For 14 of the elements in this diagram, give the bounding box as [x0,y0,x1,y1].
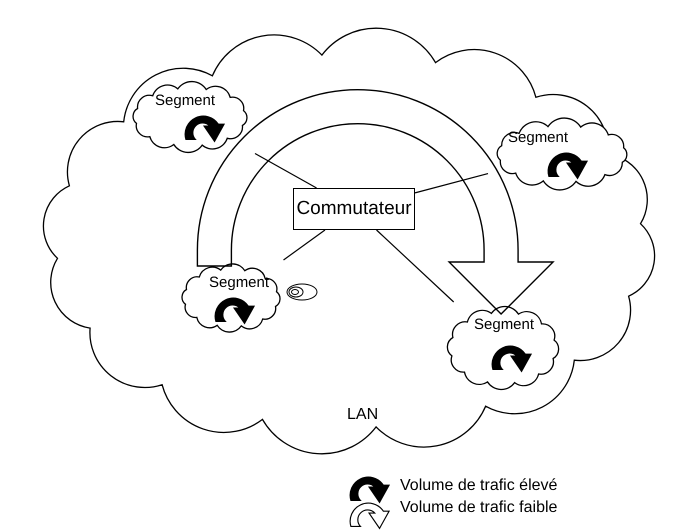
switch-box [293,188,415,230]
node-label: Segment [508,129,568,146]
connector-line [283,230,326,260]
node-label: Segment [155,92,216,109]
connector-line [376,230,454,302]
node-label: LAN [347,406,378,424]
node-label: Segment [209,274,270,291]
node-label: Segment [474,316,534,333]
connector-line [254,152,317,189]
hollow-arrow [196,89,554,315]
legend-label: Volume de trafic faible [400,499,558,517]
node-label: Commutateur [296,198,412,220]
legend-label: Volume de trafic élevé [400,477,558,495]
connector-line [414,172,488,194]
